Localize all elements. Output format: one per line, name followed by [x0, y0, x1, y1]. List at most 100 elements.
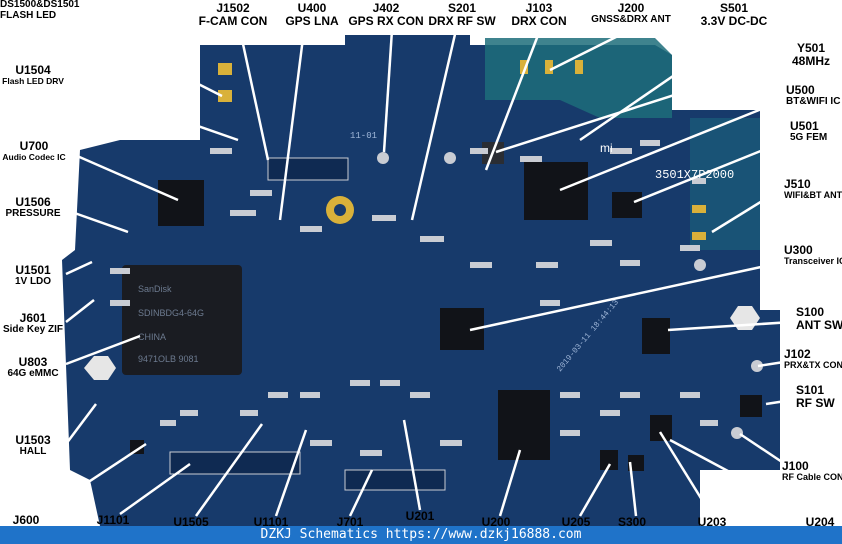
smd-pad	[620, 392, 640, 398]
leader-line-u1503	[65, 403, 97, 445]
smd-pad	[300, 392, 320, 398]
smd-pad	[440, 440, 462, 446]
flex-region	[485, 38, 672, 118]
u203-chip	[650, 415, 672, 441]
label-u201: U201	[405, 509, 435, 523]
s300-chip	[628, 455, 644, 471]
j701-connector	[344, 469, 446, 491]
board-date: 11-01	[350, 131, 377, 141]
leader-line-flash-led	[59, 12, 223, 98]
codec-chip	[158, 180, 204, 226]
gold-pad	[218, 63, 232, 75]
u205-chip	[600, 450, 618, 470]
mount-hole-inner	[334, 204, 346, 216]
leader-line-j103	[484, 29, 542, 171]
label-u1505: U1505	[173, 515, 209, 529]
rf-connector	[377, 152, 389, 164]
leader-line-j100	[739, 432, 783, 464]
leader-line-s300	[628, 461, 638, 517]
hex-standoff	[84, 356, 116, 380]
leader-line-u1501	[65, 260, 93, 276]
label-j701: J701	[336, 515, 364, 529]
fcam-connector	[267, 157, 349, 181]
label-u1101: U1101	[253, 515, 289, 529]
leader-line-u200	[498, 449, 522, 517]
smd-pads	[110, 140, 718, 456]
s101-chip	[740, 395, 762, 417]
smd-pad	[470, 262, 492, 268]
gold-pad	[520, 60, 528, 74]
smd-pad	[610, 148, 632, 154]
emmc-marking: CHINA	[138, 332, 166, 342]
emmc-chip	[122, 265, 242, 375]
leader-line-j601	[65, 299, 95, 323]
leader-line-u803	[65, 334, 141, 366]
smd-pad	[540, 300, 560, 306]
leader-line-j701	[348, 469, 374, 517]
fem-chip	[612, 192, 642, 218]
smd-pad	[600, 410, 620, 416]
leader-line-j510	[711, 188, 781, 234]
leader-line-u1506	[65, 208, 129, 234]
smd-pad	[110, 300, 130, 306]
label-u200: U200	[481, 515, 511, 529]
gold-pad	[218, 90, 232, 102]
smd-pad	[240, 410, 258, 416]
smd-pad	[350, 380, 370, 386]
smd-pad	[700, 420, 718, 426]
gold-pad	[692, 205, 706, 213]
smd-pad	[470, 148, 488, 154]
flex-region-right	[690, 118, 760, 250]
smd-pad	[680, 245, 700, 251]
smd-pad	[250, 190, 272, 196]
pcb-outline	[62, 35, 780, 526]
smd-pad	[420, 236, 444, 242]
label-j1101: J1101	[96, 513, 130, 527]
leader-line-j102	[757, 360, 785, 368]
smd-pad	[300, 226, 322, 232]
smd-pad	[410, 392, 430, 398]
smd-pad	[380, 380, 400, 386]
leader-line-j402	[382, 29, 394, 153]
leader-line-s100	[667, 320, 793, 332]
gold-pad	[692, 232, 706, 240]
smd-pad	[180, 410, 198, 416]
label-u203: U203	[697, 515, 727, 529]
leader-line-u300	[469, 260, 785, 332]
smd-pad	[536, 262, 558, 268]
smd-pad	[620, 260, 640, 266]
leader-line-u501	[633, 138, 789, 204]
smd-pad	[560, 430, 580, 436]
smd-pad	[680, 392, 700, 398]
smd-pad	[268, 392, 288, 398]
u200-chip	[498, 390, 550, 460]
leader-line-j200	[549, 28, 631, 72]
watermark-footer: DZKJ Schematics https://www.dzkj16888.co…	[0, 526, 842, 544]
smd-pad	[692, 178, 706, 184]
s100-chip	[642, 318, 670, 354]
leader-line-u203	[658, 431, 714, 517]
smd-pad	[110, 268, 130, 274]
mi-logo: mi	[600, 141, 613, 155]
leader-line-u400	[278, 29, 306, 221]
smd-pad	[230, 210, 256, 216]
leader-line-s101	[765, 398, 793, 406]
pcb-board-photo: 3501X7P2000 mi 11-01 2019-03-11 18:44:13…	[59, 12, 793, 526]
leader-line-u201	[402, 419, 422, 511]
